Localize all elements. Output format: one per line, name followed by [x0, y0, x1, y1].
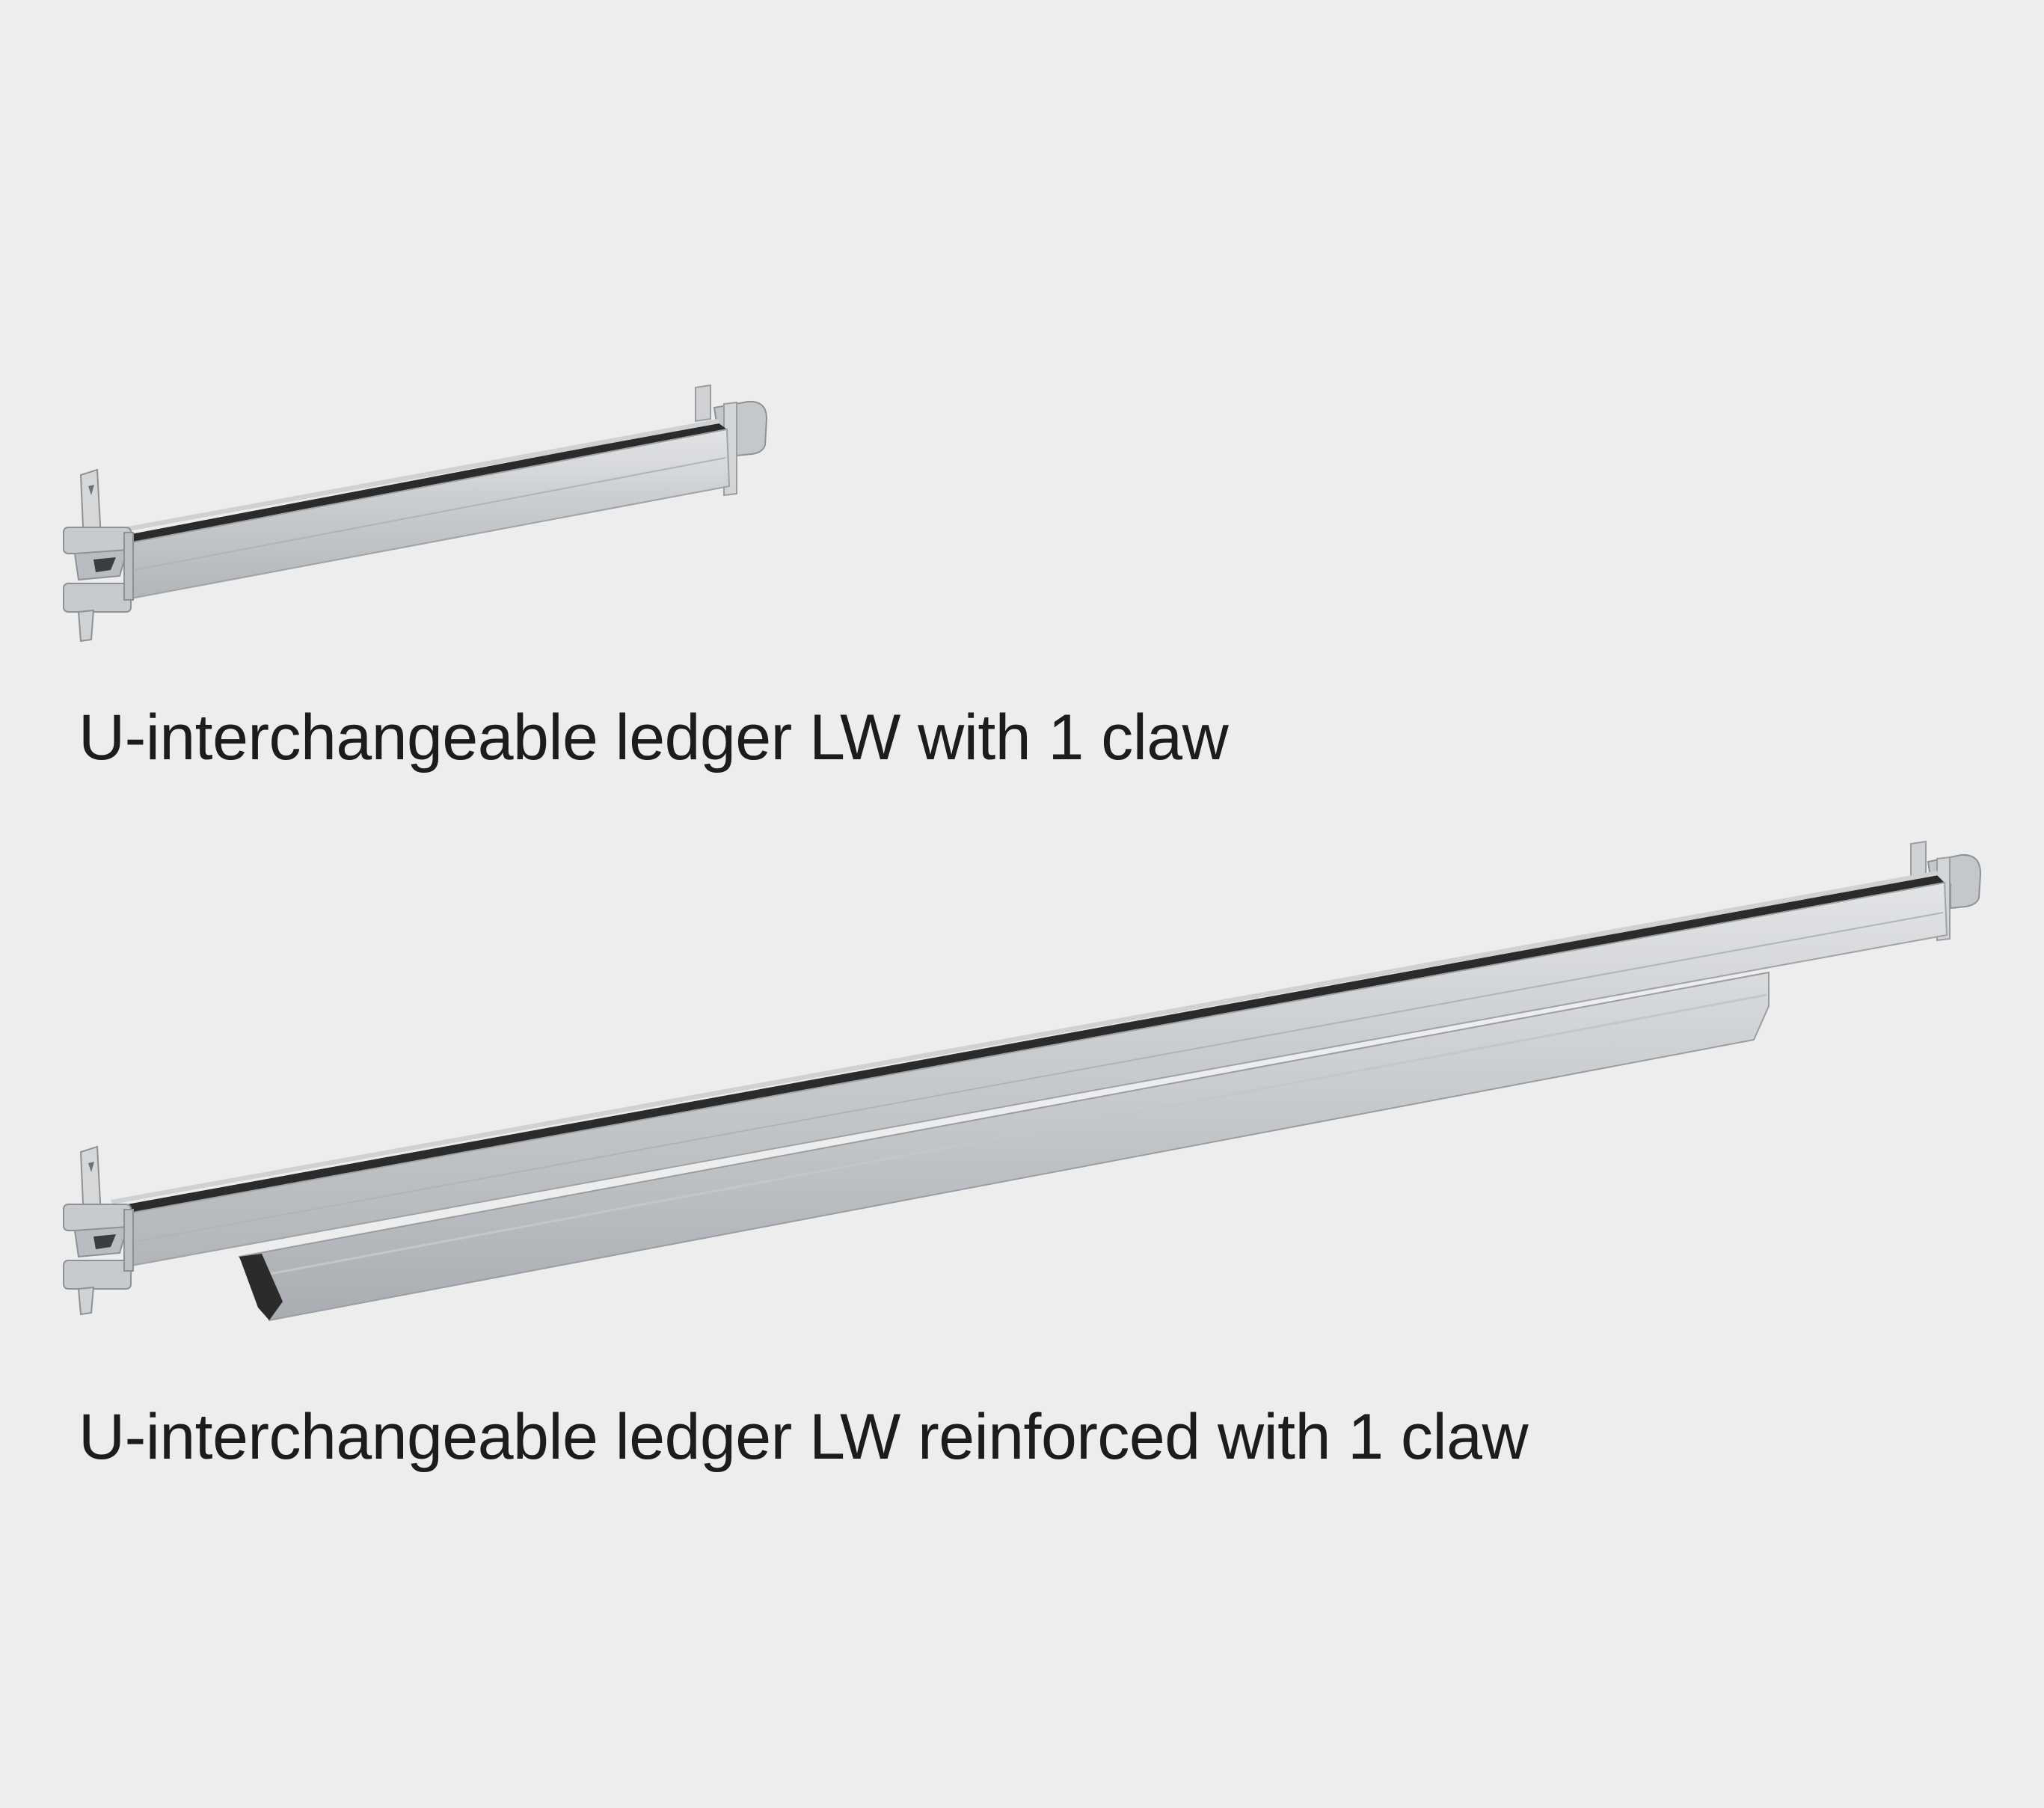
left-claw [63, 468, 134, 643]
reinforcement-profile [238, 971, 1770, 1322]
product-reinforced-ledger: U-interchangeable ledger LW reinforced w… [63, 840, 1982, 1473]
product-caption: U-interchangeable ledger LW reinforced w… [79, 1401, 1529, 1473]
ledger-channel [111, 871, 1948, 1267]
product-short-ledger: U-interchangeable ledger LW with 1 claw [0, 0, 2044, 823]
right-claw [1910, 840, 1982, 942]
short-ledger-image [63, 384, 768, 643]
product-caption: U-interchangeable ledger LW with 1 claw [79, 702, 1229, 773]
reinforced-ledger-image [63, 840, 1982, 1322]
left-claw [63, 1145, 134, 1316]
ledger-channel [111, 419, 731, 600]
